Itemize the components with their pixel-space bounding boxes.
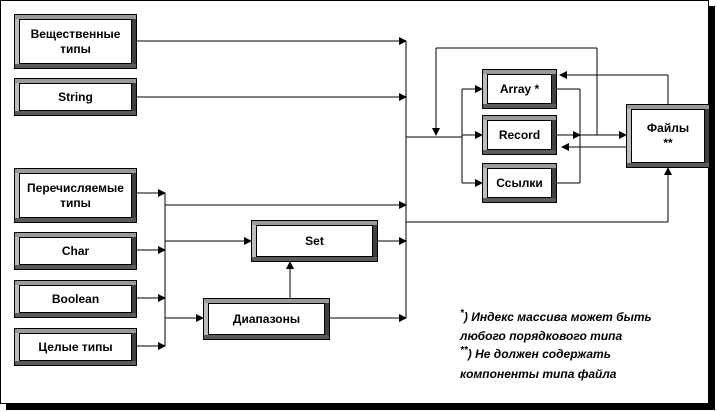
box-string-label: String: [19, 83, 132, 111]
box-boolean-label: Boolean: [19, 285, 132, 313]
box-enum-types-label: Перечисляемые типы: [19, 173, 132, 218]
box-real-types-label: Вещественные типы: [19, 19, 132, 64]
box-record: Record: [482, 115, 557, 155]
footnote-1-mark: *: [460, 308, 464, 319]
box-pointers-label: Ссылки: [487, 168, 552, 198]
box-ranges-label: Диапазоны: [208, 303, 325, 335]
footnote-2-text: ) Не должен содержать: [467, 347, 611, 361]
footnote-2-mark: **: [460, 345, 468, 356]
box-integer-types-label: Целые типы: [19, 333, 132, 361]
box-array: Array *: [482, 69, 557, 109]
box-set: Set: [251, 220, 378, 262]
box-char-label: Char: [19, 237, 132, 265]
footnote-1: *) Индекс массива может быть: [460, 308, 652, 324]
box-char: Char: [14, 232, 137, 270]
box-pointers: Ссылки: [482, 163, 557, 203]
footnote-1-cont: любого порядкового типа: [460, 329, 623, 343]
footnote-2: **) Не должен содержать: [460, 345, 611, 361]
box-set-label: Set: [256, 225, 373, 257]
box-enum-types: Перечисляемые типы: [14, 168, 137, 223]
footnote-2-cont: компоненты типа файла: [460, 367, 617, 381]
box-boolean: Boolean: [14, 280, 137, 318]
box-record-label: Record: [487, 120, 552, 150]
box-integer-types: Целые типы: [14, 328, 137, 366]
box-files-label: Файлы **: [631, 109, 705, 163]
box-files: Файлы **: [626, 104, 710, 168]
box-array-label: Array *: [487, 74, 552, 104]
box-ranges: Диапазоны: [203, 298, 330, 340]
box-string: String: [14, 78, 137, 116]
footnote-1-text: ) Индекс массива может быть: [463, 310, 652, 324]
box-real-types: Вещественные типы: [14, 14, 137, 69]
